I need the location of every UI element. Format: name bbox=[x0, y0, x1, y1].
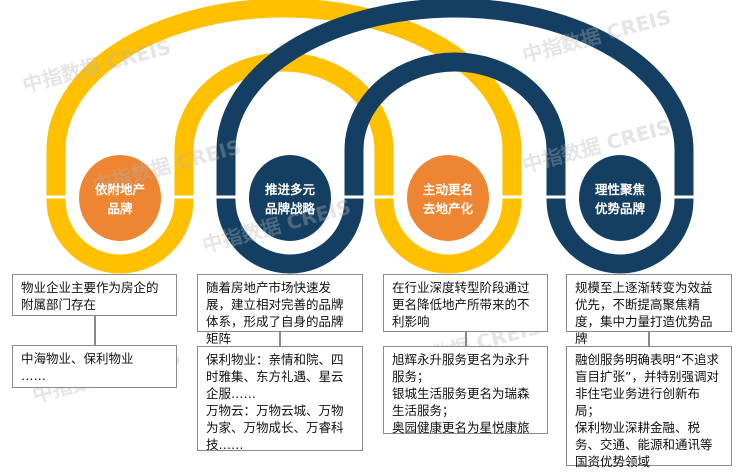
stage-2-title: 推进多元 品牌战略 bbox=[264, 182, 315, 216]
stage-1-description: 物业企业主要作为房企的附属部门存在 bbox=[12, 274, 177, 316]
stage-4-description: 规模至上逐渐转变为效益优先，不断提高聚焦精度，集中力量打造优势品牌 bbox=[566, 274, 732, 346]
connector bbox=[279, 332, 281, 346]
stage-1-title: 依附地产 品牌 bbox=[94, 182, 145, 216]
stage-2-examples: 保利物业：亲情和院、四时雅集、东方礼遇、星云企服…… 万物云：万物云城、万物为家… bbox=[197, 346, 363, 452]
stage-2-circle bbox=[249, 155, 331, 241]
stage-2-description: 随着房地产市场快速发展，建立相对完善的品牌体系，形成了自身的品牌矩阵 bbox=[197, 274, 363, 346]
stage-3-description: 在行业深度转型阶段通过更名降低地产所带来的不利影响 bbox=[383, 274, 548, 332]
connector bbox=[94, 316, 96, 346]
stage-1-circle bbox=[79, 155, 161, 241]
stage-3-title: 主动更名 去地产化 bbox=[422, 182, 473, 216]
navy-ring-path bbox=[216, 0, 694, 274]
stage-3-circle bbox=[407, 155, 489, 241]
stage-4-examples: 融创服务明确表明“不追求盲目扩张”，并特别强调对非住宅业务进行创新布局； 保利物… bbox=[566, 346, 732, 469]
connector bbox=[648, 332, 650, 346]
stage-3-examples: 旭辉永升服务更名为永升服务； 银城生活服务更名为瑞森生活服务； 奥园健康更名为星… bbox=[383, 346, 548, 435]
connector bbox=[465, 332, 467, 346]
stage-1-examples: 中海物业、保利物业 …… bbox=[12, 345, 177, 388]
stage-4-title: 理性聚焦 优势品牌 bbox=[594, 182, 645, 216]
stage-4-circle bbox=[579, 155, 661, 241]
yellow-ring-path bbox=[46, 0, 522, 274]
